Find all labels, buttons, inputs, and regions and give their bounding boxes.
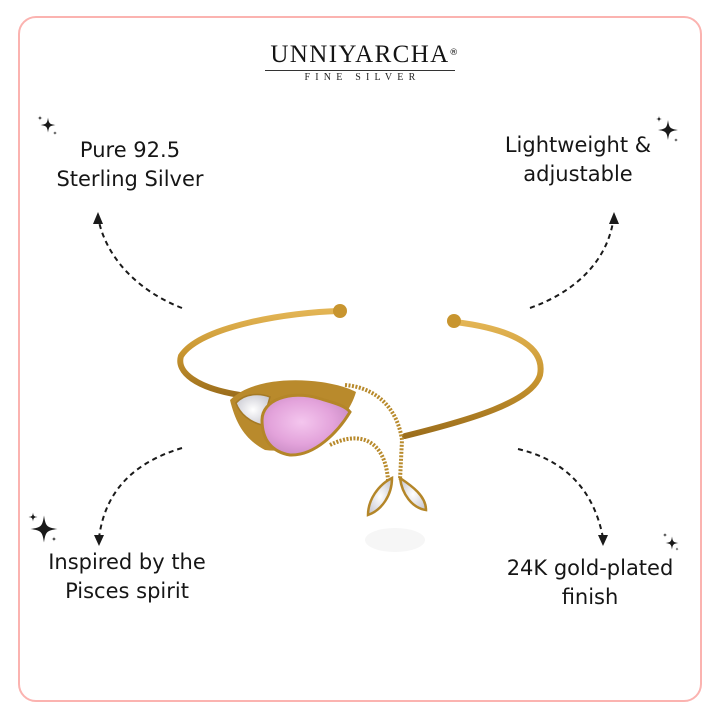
feature-sterling-silver: Pure 92.5 Sterling Silver (30, 136, 230, 194)
feature-line: finish (561, 585, 619, 609)
arrow-bottom-left (98, 447, 183, 539)
arrowhead-up-icon (93, 212, 103, 224)
brand-name: UNNIYARCHA® (270, 41, 460, 68)
arrowhead-down-icon (598, 535, 608, 546)
bracelet-image (177, 304, 544, 552)
feature-line: adjustable (523, 162, 633, 186)
sparkle-icon (28, 512, 58, 543)
feature-line: Inspired by the (48, 550, 206, 574)
brand-divider (265, 70, 455, 71)
feature-line: Pisces spirit (65, 579, 189, 603)
sparkle-icon (37, 115, 57, 135)
arrow-top-left (98, 221, 183, 309)
registered-mark: ® (449, 48, 460, 58)
feature-pisces: Inspired by the Pisces spirit (22, 548, 232, 606)
feature-line: Sterling Silver (56, 167, 204, 191)
feature-line: 24K gold-plated (506, 556, 674, 580)
sparkle-icon (662, 532, 679, 551)
arrow-top-right (529, 221, 614, 309)
arrow-bottom-right (517, 448, 604, 539)
content-frame (18, 16, 702, 702)
arrowhead-down-icon (94, 535, 104, 546)
sparkle-icon (656, 116, 678, 142)
feature-gold-plated: 24K gold-plated finish (480, 554, 700, 612)
feature-line: Lightweight & (504, 133, 652, 157)
brand-logo: UNNIYARCHA® FINE SILVER (0, 42, 720, 84)
feature-lightweight: Lightweight & adjustable (478, 131, 678, 189)
feature-line: Pure 92.5 (79, 138, 181, 162)
arrowhead-up-icon (609, 212, 619, 224)
brand-tagline: FINE SILVER (304, 72, 421, 83)
